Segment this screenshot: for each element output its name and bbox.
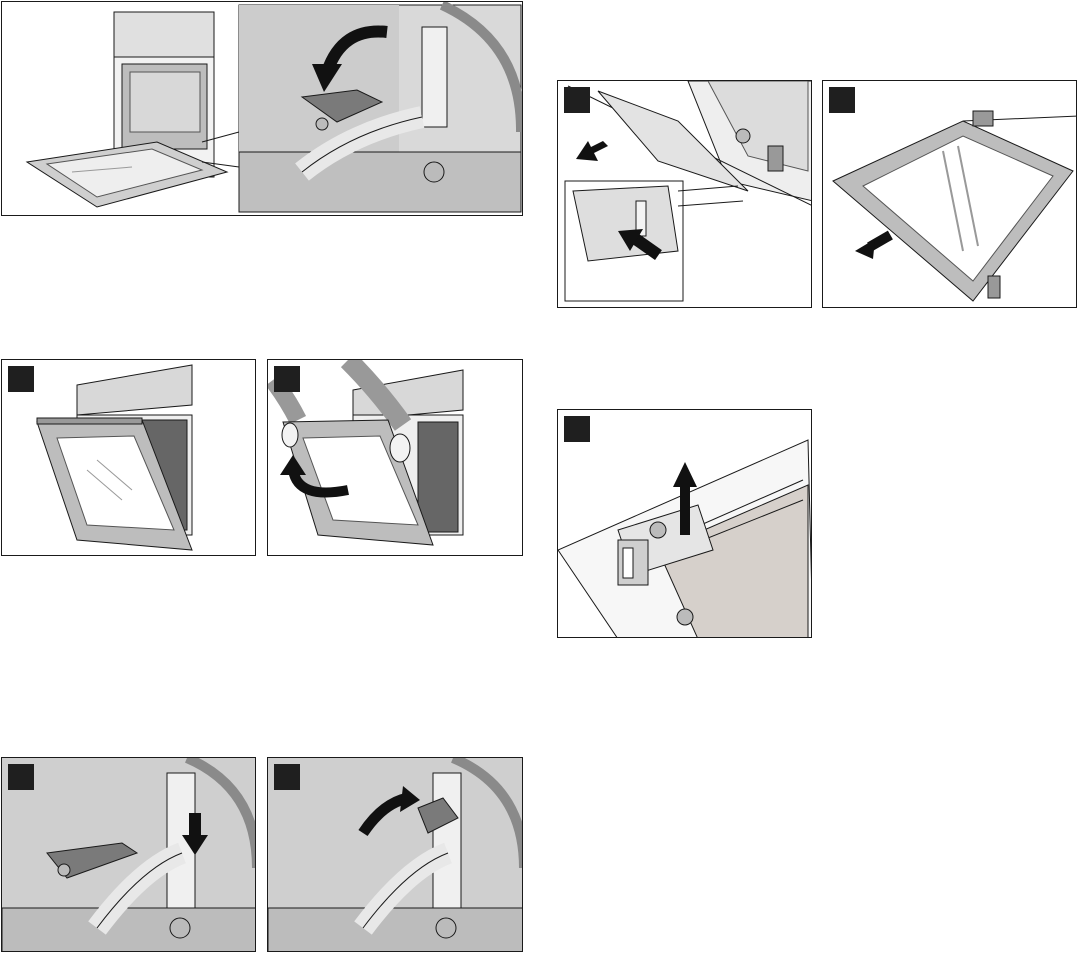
panel-clip-lift-detail: [557, 409, 812, 638]
step-badge: [274, 764, 300, 790]
panel-inner-pane-removal: [822, 80, 1077, 308]
door-tilted-illustration: [2, 360, 256, 556]
step-badge: [829, 87, 855, 113]
panel-door-tilted: [1, 359, 256, 556]
panel-hinge-lever-down: [1, 757, 256, 952]
hinge-lever-up-illustration: [268, 758, 523, 952]
panel-hinge-lock-overview: [1, 1, 523, 216]
step-badge: [8, 764, 34, 790]
step-badge: [8, 366, 34, 392]
panel-hinge-lever-up: [267, 757, 523, 952]
hinge-lock-overview-illustration: [2, 2, 523, 216]
inner-pane-removal-illustration: [823, 81, 1077, 308]
panel-door-cover-strip: [557, 80, 812, 308]
door-lifted-out-illustration: [268, 360, 523, 556]
door-cover-strip-illustration: [558, 81, 812, 308]
hinge-lever-down-illustration: [2, 758, 256, 952]
step-badge: [564, 416, 590, 442]
step-badge: [274, 366, 300, 392]
step-badge: [564, 87, 590, 113]
panel-door-lifted-out: [267, 359, 523, 556]
clip-lift-detail-illustration: [558, 410, 812, 638]
